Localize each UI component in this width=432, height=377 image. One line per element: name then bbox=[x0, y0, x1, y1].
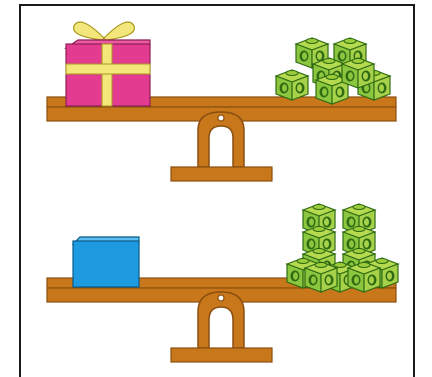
blue-block-icon bbox=[73, 237, 139, 287]
cube bbox=[348, 262, 380, 292]
cube bbox=[305, 262, 337, 292]
cube bbox=[342, 58, 374, 88]
cube bbox=[276, 70, 308, 100]
